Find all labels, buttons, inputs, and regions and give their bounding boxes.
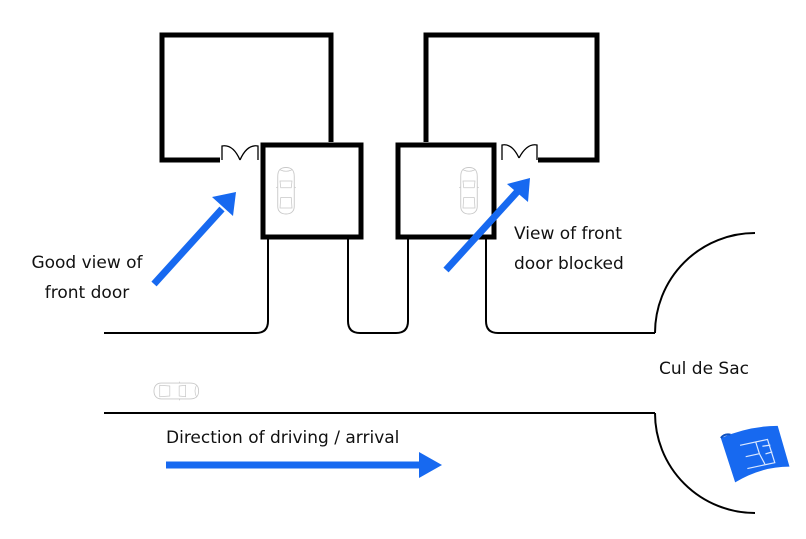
cul-de-sac-label: Cul de Sac xyxy=(659,359,749,379)
right-house xyxy=(423,32,600,163)
left-house xyxy=(159,32,334,163)
good-view-label: Good view of front door xyxy=(14,248,160,308)
blocked-view-arrow-icon xyxy=(443,178,530,273)
blueprint-logo-icon xyxy=(720,425,790,483)
blocked-view-line-2: door blocked xyxy=(514,254,624,274)
right-garage xyxy=(395,142,497,240)
left-garage xyxy=(260,142,364,240)
good-view-arrow-icon xyxy=(151,192,236,287)
good-view-line-1: Good view of xyxy=(31,253,143,273)
blocked-view-line-1: View of front xyxy=(514,224,622,244)
direction-label: Direction of driving / arrival xyxy=(166,428,400,448)
right-front-door-icon xyxy=(501,144,538,160)
left-front-door-icon xyxy=(221,145,259,161)
street-upper-curb xyxy=(104,232,756,334)
driving-car-icon xyxy=(153,381,200,401)
good-view-line-2: front door xyxy=(44,283,130,303)
blocked-view-label: View of front door blocked xyxy=(514,219,624,279)
direction-arrow-icon xyxy=(166,452,442,478)
street-lower-curb xyxy=(104,412,756,514)
